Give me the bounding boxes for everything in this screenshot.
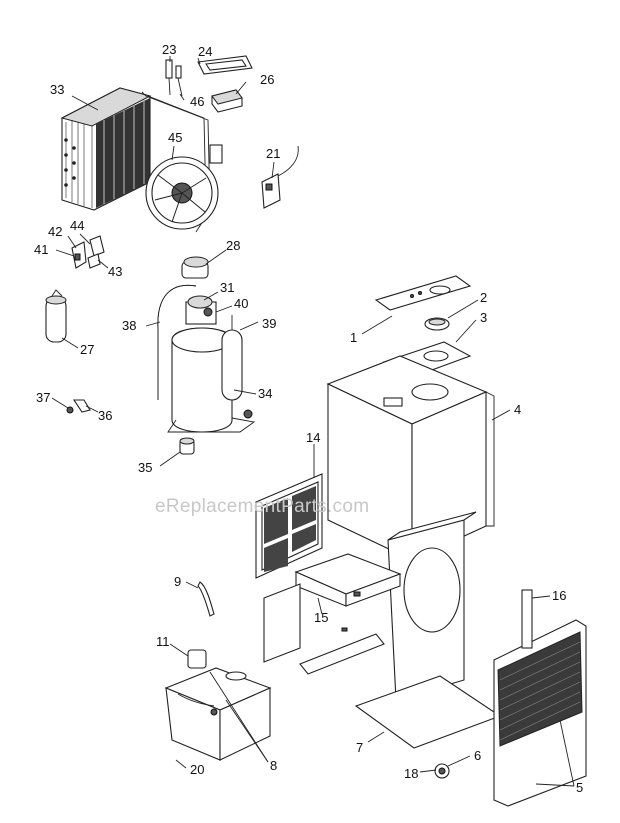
- callout-2: 2: [480, 290, 487, 305]
- callout-45: 45: [168, 130, 182, 145]
- callout-39: 39: [262, 316, 276, 331]
- bracket-parts-41-44: [71, 235, 105, 269]
- callout-7: 7: [356, 740, 363, 755]
- hardware-36-37: [66, 399, 91, 414]
- callout-8: 8: [270, 758, 277, 773]
- callout-16: 16: [552, 588, 566, 603]
- callout-4: 4: [514, 402, 521, 417]
- handle-9: [197, 581, 215, 617]
- callout-3: 3: [480, 310, 487, 325]
- callout-21: 21: [266, 146, 280, 161]
- capacitor-27: [45, 289, 67, 343]
- callout-9: 9: [174, 574, 181, 589]
- callout-5: 5: [576, 780, 583, 795]
- callout-46: 46: [190, 94, 204, 109]
- callout-15: 15: [314, 610, 328, 625]
- callout-35: 35: [138, 460, 152, 475]
- callout-40: 40: [234, 296, 248, 311]
- callout-31: 31: [220, 280, 234, 295]
- callout-26: 26: [260, 72, 274, 87]
- callout-28: 28: [226, 238, 240, 253]
- callout-44: 44: [70, 218, 84, 233]
- leader-lines: [51, 56, 575, 787]
- control-board-21: [261, 145, 299, 209]
- callout-33: 33: [50, 82, 64, 97]
- watermark: eReplacementParts.com: [155, 496, 369, 517]
- grommet-35: [179, 437, 195, 455]
- callout-34: 34: [258, 386, 272, 401]
- caster-6: [434, 763, 450, 779]
- callout-1: 1: [350, 330, 357, 345]
- condenser-coil-33: [60, 87, 152, 211]
- callout-11: 11: [156, 634, 170, 649]
- front-panel-5: [493, 589, 587, 807]
- callout-43: 43: [108, 264, 122, 279]
- air-filter-14: [255, 473, 323, 579]
- callout-41: 41: [34, 242, 48, 257]
- fan-assembly-45: [141, 91, 223, 233]
- callout-23: 23: [162, 42, 176, 57]
- callout-14: 14: [306, 430, 320, 445]
- callout-27: 27: [80, 342, 94, 357]
- callout-37: 37: [36, 390, 50, 405]
- fan-shroud: [387, 511, 477, 701]
- cabinet-4: [326, 355, 495, 561]
- drain-tray-15: [294, 553, 402, 607]
- callout-24: 24: [198, 44, 212, 59]
- callout-6: 6: [474, 748, 481, 763]
- callout-18: 18: [404, 766, 418, 781]
- water-tank-8: [164, 649, 272, 761]
- callout-42: 42: [48, 224, 62, 239]
- base-plate: [263, 583, 502, 749]
- callout-20: 20: [190, 762, 204, 777]
- callout-labels: 23 24 26 46 33 45 21 44 42 41 43 28 31 4…: [34, 42, 583, 795]
- compressor-34: [157, 256, 256, 433]
- callout-36: 36: [98, 408, 112, 423]
- callout-38: 38: [122, 318, 136, 333]
- small-parts-top: [165, 55, 253, 113]
